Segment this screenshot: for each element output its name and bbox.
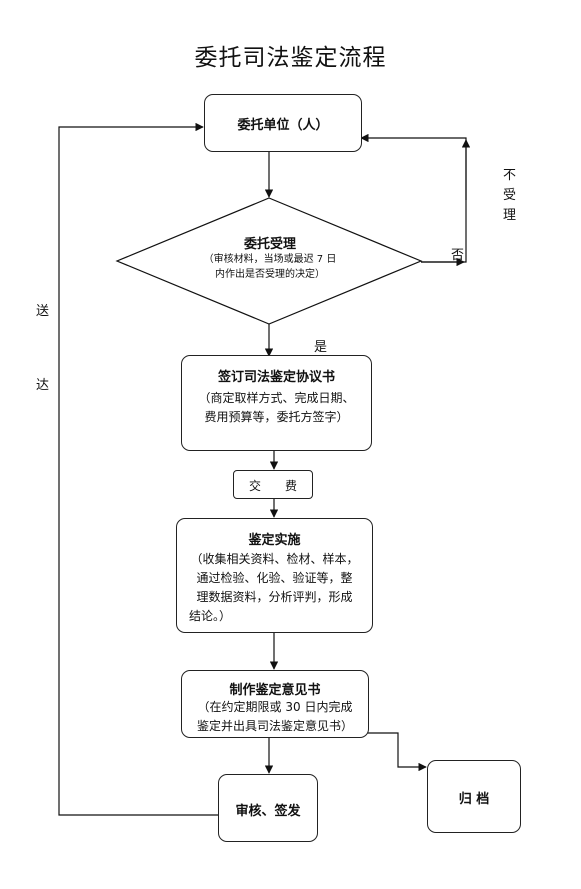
edge-label-delivery-2: 达: [36, 378, 50, 393]
node-agreement-label: 签订司法鉴定协议书: [217, 370, 335, 385]
node-implement-label: 鉴定实施: [248, 533, 301, 548]
node-implement-detail-1: （收集相关资料、检材、样本，: [190, 552, 359, 566]
node-review-label: 审核、签发: [235, 804, 301, 819]
node-implement-detail-4: 结论。）: [189, 609, 232, 623]
edge-label-not-accepted-2: 受: [503, 188, 517, 203]
node-accept-label: 委托受理: [243, 237, 296, 252]
node-implement-detail-3: 理数据资料，分析评判，形成: [196, 590, 353, 604]
node-opinion-detail-1: （在约定期限或 30 日内完成: [197, 700, 353, 714]
node-accept-text: 委托受理 （审核材料，当场或最迟 7 日 内作出是否受理的决定）: [150, 233, 390, 282]
node-review: 审核、签发: [218, 774, 318, 842]
node-client: 委托单位（人）: [204, 94, 362, 152]
node-agreement-detail-1: （商定取样方式、完成日期、: [198, 391, 355, 405]
node-opinion: 制作鉴定意见书 （在约定期限或 30 日内完成 鉴定并出具司法鉴定意见书）: [181, 670, 369, 738]
page-title: 委托司法鉴定流程: [194, 45, 387, 71]
node-client-label: 委托单位（人）: [237, 118, 329, 133]
node-fee-label: 交 费: [248, 479, 297, 493]
node-accept-detail-2: 内作出是否受理的决定）: [215, 269, 325, 280]
edge-label-no: 否: [451, 248, 465, 263]
node-agreement: 签订司法鉴定协议书 （商定取样方式、完成日期、 费用预算等，委托方签字）: [181, 355, 372, 451]
node-implement-detail-2: 通过检验、化验、验证等，整: [196, 571, 353, 585]
edge-label-not-accepted-3: 理: [503, 208, 517, 223]
edge-label-yes: 是: [314, 340, 328, 355]
edge-label-not-accepted: 不 受 理: [503, 166, 516, 226]
edge-label-not-accepted-1: 不: [503, 168, 517, 183]
arrow-delivery-loop: [58, 122, 218, 816]
node-fee: 交 费: [233, 470, 313, 499]
node-implement: 鉴定实施 （收集相关资料、检材、样本， 通过检验、化验、验证等，整 理数据资料，…: [176, 518, 373, 633]
edge-label-delivery-1: 送: [36, 304, 50, 319]
node-archive: 归 档: [427, 760, 521, 833]
node-opinion-label: 制作鉴定意见书: [229, 683, 321, 698]
node-opinion-detail-2: 鉴定并出具司法鉴定意见书）: [196, 719, 353, 733]
node-accept-detail-1: （审核材料，当场或最迟 7 日: [203, 254, 337, 265]
node-archive-label: 归 档: [458, 792, 490, 807]
node-agreement-detail-2: 费用预算等，委托方签字）: [204, 410, 349, 424]
arrow-opinion-to-archive: [367, 732, 427, 772]
